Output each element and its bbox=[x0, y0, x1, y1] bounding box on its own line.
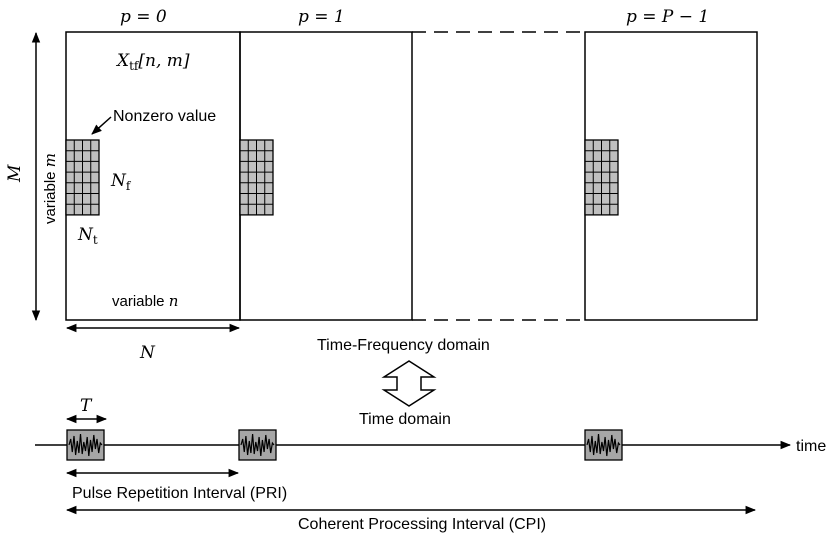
nonzero-grid bbox=[65, 139, 100, 216]
time-label: time bbox=[796, 438, 826, 455]
label-plast: p = P − 1 bbox=[626, 7, 709, 27]
pulse bbox=[238, 429, 277, 461]
tf-domain-label: Time-Frequency domain bbox=[317, 337, 490, 354]
cpi-label: Coherent Processing Interval (CPI) bbox=[298, 516, 546, 533]
m-label: M bbox=[5, 164, 25, 183]
n-label: N bbox=[139, 343, 156, 363]
nt-sub: t bbox=[93, 233, 98, 247]
pulse bbox=[584, 429, 623, 461]
xtf-label: Xtf[n, m] bbox=[115, 51, 190, 73]
variable-n-sym: n bbox=[169, 292, 179, 310]
xtf-sub: tf bbox=[129, 59, 140, 73]
nonzero-grid bbox=[584, 139, 619, 216]
nt-label: Nt bbox=[77, 225, 98, 247]
variable-m-label: variable m bbox=[41, 153, 59, 224]
variable-n-text: variable bbox=[112, 293, 169, 310]
label-p0: p = 0 bbox=[120, 7, 167, 27]
variable-n-label: variable n bbox=[112, 292, 178, 310]
domain-double-arrow bbox=[381, 360, 437, 407]
nonzero-arrow bbox=[91, 116, 112, 135]
variable-m-text: variable bbox=[42, 167, 59, 224]
t-label: T bbox=[80, 396, 93, 416]
nf-sub: f bbox=[126, 179, 132, 193]
nonzero-label: Nonzero value bbox=[113, 108, 216, 125]
pri-label: Pulse Repetition Interval (PRI) bbox=[72, 485, 287, 502]
variable-m-sym: m bbox=[41, 153, 59, 167]
nf-label: Nf bbox=[110, 171, 132, 193]
time-domain-label: Time domain bbox=[359, 411, 451, 428]
nonzero-grid bbox=[239, 139, 274, 216]
pulse bbox=[66, 429, 105, 461]
nt-main: N bbox=[77, 225, 94, 245]
frame-boxes bbox=[65, 31, 758, 321]
xtf-args: [n, m] bbox=[138, 51, 190, 71]
label-p1: p = 1 bbox=[298, 7, 345, 27]
nf-main: N bbox=[110, 171, 127, 191]
nonzero-grids bbox=[65, 139, 619, 216]
pulses bbox=[66, 429, 623, 461]
xtf-main: X bbox=[115, 51, 130, 71]
